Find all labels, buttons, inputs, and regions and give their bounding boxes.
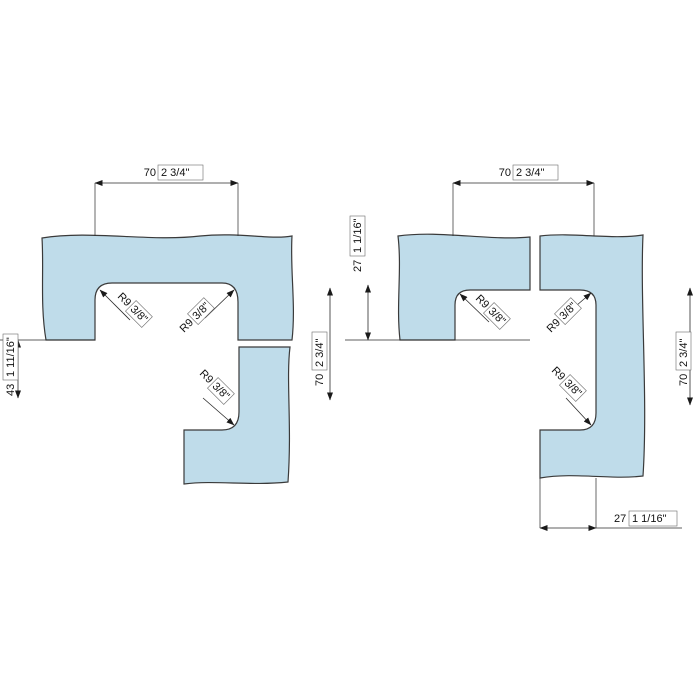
- left-right-height-box: [311, 331, 328, 371]
- left-left-height-metric: 43: [5, 384, 17, 396]
- right-left-height-box: [349, 215, 366, 257]
- right-right-glass-piece: [539, 234, 646, 479]
- right-right-height-box: [675, 331, 692, 371]
- left-figure: 70 2 3/4" R9 3/8" R9 3/8" R9 3/8" 70: [0, 164, 333, 485]
- left-radius-1-box: [125, 300, 153, 328]
- right-radius-3-box: [559, 374, 587, 402]
- left-left-height-imperial: 1 11/16": [5, 337, 17, 377]
- right-top-width-box: [512, 164, 559, 181]
- left-top-width-metric: 70: [144, 167, 156, 179]
- right-radius-1-box: [483, 302, 511, 330]
- left-lower-glass-piece: [183, 346, 291, 485]
- left-radius-2-box: [187, 297, 215, 325]
- left-radius-3-leader: [202, 397, 235, 426]
- right-figure: 70 2 3/4" 27 1 1/16" R9 3/8" R9 3/8" R9: [345, 164, 693, 531]
- right-bottom-width-imperial: 1 1/16": [632, 513, 667, 525]
- right-radius-2-box: [554, 297, 582, 325]
- right-left-height-imperial: 1 1/16": [352, 218, 364, 253]
- left-radius-2-leader: [204, 289, 235, 319]
- left-right-height-imperial: 2 3/4": [314, 339, 326, 367]
- left-radius-1-leader: [99, 289, 131, 321]
- right-right-height-imperial: 2 3/4": [678, 339, 690, 367]
- right-right-height-metric: 70: [678, 374, 690, 386]
- left-right-height-metric: 70: [314, 374, 326, 386]
- left-left-height-box: [2, 333, 19, 381]
- right-bottom-width-box: [628, 510, 678, 527]
- left-top-width-box: [157, 164, 204, 181]
- left-upper-glass-piece: [41, 234, 295, 341]
- right-left-glass-piece: [397, 233, 531, 341]
- right-top-width-metric: 70: [499, 167, 511, 179]
- right-radius-3-leader: [565, 397, 592, 426]
- right-top-width-imperial: 2 3/4": [516, 167, 544, 179]
- right-radius-1-leader: [459, 293, 490, 323]
- right-bottom-width-metric: 27: [614, 513, 626, 525]
- left-top-width-imperial: 2 3/4": [161, 167, 189, 179]
- right-left-height-metric: 27: [352, 260, 364, 272]
- left-radius-3-box: [207, 377, 235, 405]
